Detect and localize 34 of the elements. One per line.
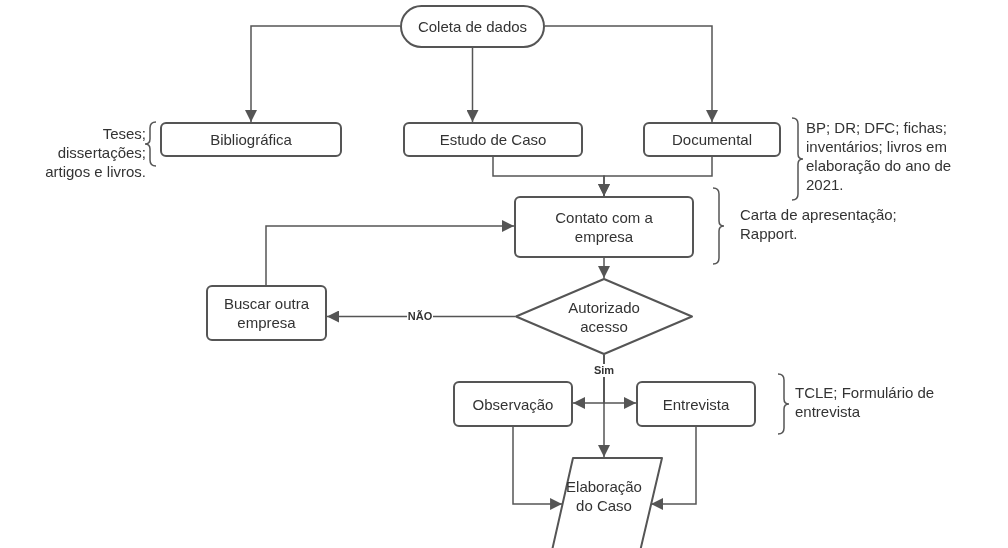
annotation-text: Carta de apresentação; Rapport. <box>740 205 898 243</box>
arrow <box>603 354 637 409</box>
arrow <box>466 47 479 123</box>
arrow <box>544 25 718 123</box>
arrow <box>265 220 515 286</box>
process-box <box>403 122 583 157</box>
process-box <box>514 196 694 258</box>
terminal-shape <box>400 5 545 48</box>
arrow <box>512 426 563 510</box>
node-label: Buscar outra empresa <box>222 294 310 332</box>
arrow <box>598 257 610 279</box>
node-label: Contato com a empresa <box>554 208 654 246</box>
node-label: Estudo de Caso <box>439 130 547 149</box>
annotation-text: TCLE; Formulário de entrevista <box>795 383 936 421</box>
node-label: Entrevista <box>662 394 730 414</box>
node-label: Autorizado acesso <box>567 297 641 336</box>
process-box <box>206 285 327 341</box>
process-box <box>160 122 342 157</box>
node-label: Observação <box>472 394 554 414</box>
decision-diamond <box>515 278 693 355</box>
annotation-text: Teses; dissertações; artigos e livros. <box>44 124 146 181</box>
process-box <box>453 381 573 427</box>
arrow <box>650 426 697 510</box>
node-label: Coleta de dados <box>417 17 528 36</box>
arrow <box>598 156 713 197</box>
node-label: Elaboração do Caso <box>565 477 643 515</box>
annotation-text: BP; DR; DFC; fichas; inventários; livros em elaboração do ano de 2021. <box>806 118 953 194</box>
arrow <box>245 25 401 123</box>
node-label: Bibliográfica <box>210 130 292 149</box>
process-box <box>643 122 781 157</box>
edge-label: NÃO <box>406 309 434 323</box>
process-box <box>636 381 756 427</box>
edge-label: Sim <box>592 363 616 377</box>
node-label: Documental <box>671 130 752 149</box>
